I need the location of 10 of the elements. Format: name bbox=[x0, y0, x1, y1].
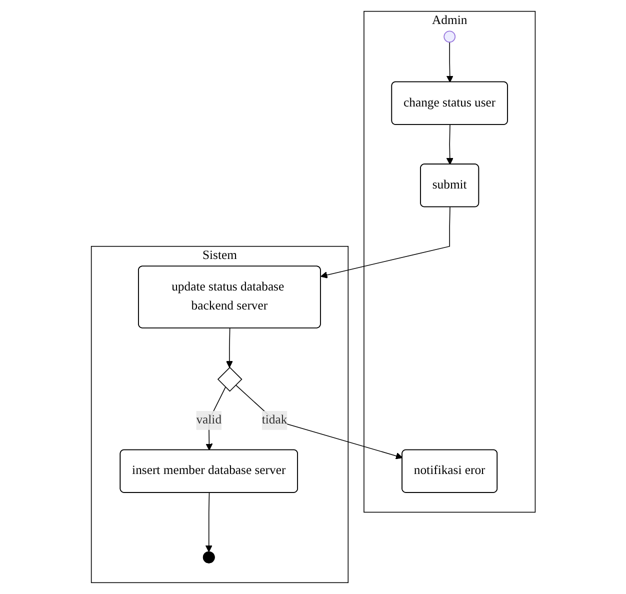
edge-label: valid bbox=[196, 413, 222, 427]
arrow bbox=[320, 206, 450, 278]
arrow bbox=[226, 328, 233, 368]
arrow bbox=[234, 384, 402, 460]
node-diamond bbox=[217, 366, 242, 392]
arrow bbox=[205, 492, 212, 552]
arrow bbox=[446, 42, 454, 82]
edge-label: tidak bbox=[262, 413, 287, 427]
node-circle bbox=[443, 30, 456, 43]
arrow bbox=[446, 124, 454, 165]
